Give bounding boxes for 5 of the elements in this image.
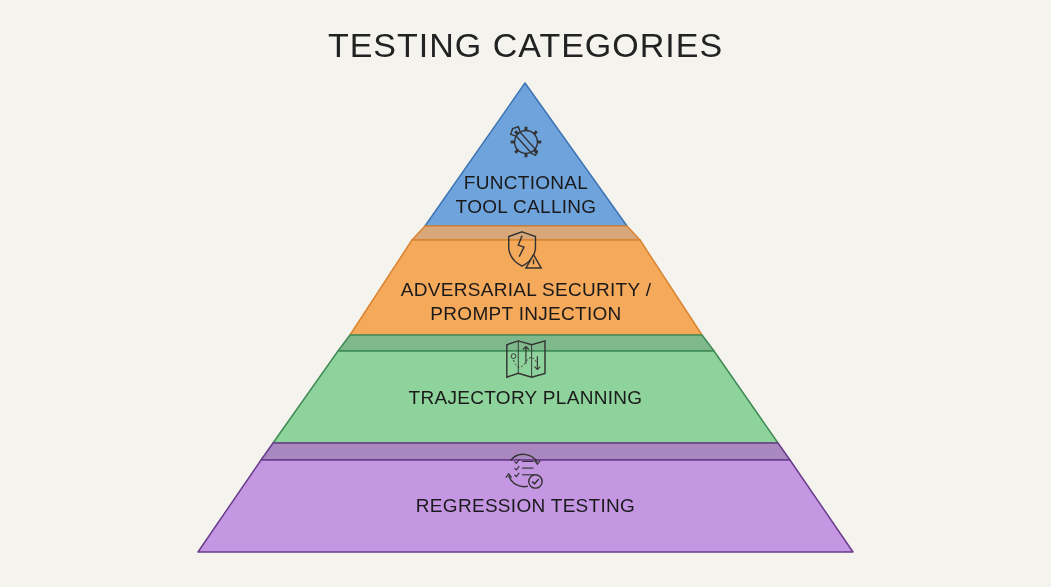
tier-label: TRAJECTORY PLANNING: [407, 386, 644, 410]
tier-label: REGRESSION TESTING: [414, 494, 637, 518]
title: TESTING CATEGORIES: [326, 26, 725, 65]
tier-label: ADVERSARIAL SECURITY / PROMPT INJECTION: [399, 278, 653, 326]
tier-label: FUNCTIONAL TOOL CALLING: [454, 171, 598, 219]
